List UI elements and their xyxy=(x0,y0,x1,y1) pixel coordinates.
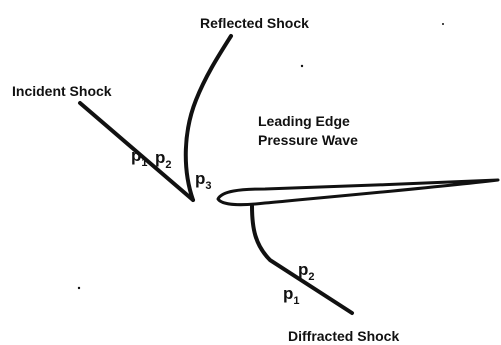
leading-edge-label-line1: Leading Edge xyxy=(258,113,350,129)
pressure-p1-diffracted: p1 xyxy=(283,284,300,307)
pressure-p2-diffracted: p2 xyxy=(298,260,315,283)
incident-shock-line xyxy=(78,101,195,202)
reflected-shock-label: Reflected Shock xyxy=(200,15,309,31)
leading-edge-label-line2: Pressure Wave xyxy=(258,132,358,148)
reflected-shock-curve xyxy=(183,34,233,202)
pressure-p1-incident: p1 xyxy=(131,146,148,169)
incident-shock-label: Incident Shock xyxy=(12,83,112,99)
scan-speck xyxy=(442,23,444,25)
scan-speck xyxy=(300,64,304,68)
pressure-p2-incident: p2 xyxy=(155,148,172,171)
pressure-p3-reflected: p3 xyxy=(195,169,212,192)
diffracted-shock-curve xyxy=(250,204,354,315)
diffracted-shock-label: Diffracted Shock xyxy=(288,328,399,344)
scan-speck xyxy=(77,286,81,290)
airfoil xyxy=(216,178,500,207)
